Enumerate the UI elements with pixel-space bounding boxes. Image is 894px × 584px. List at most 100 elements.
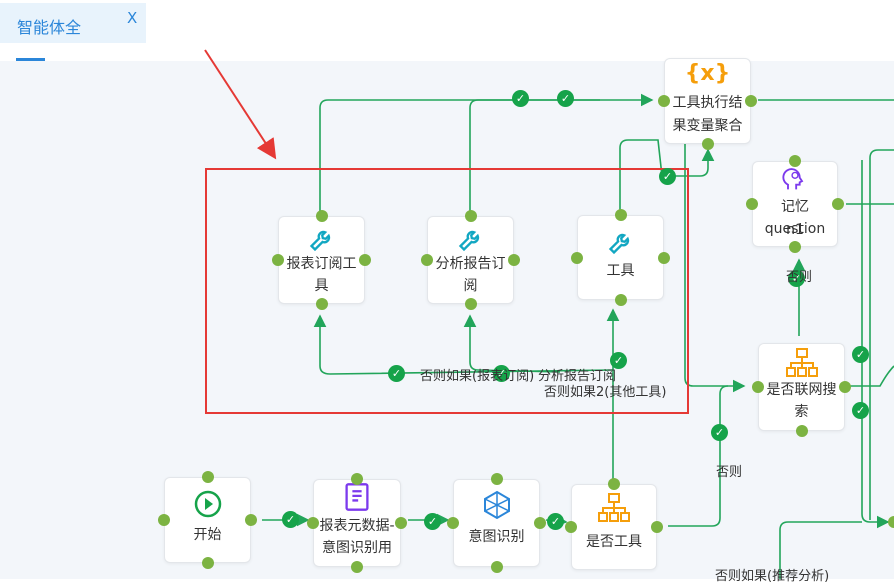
handle-offscreen[interactable] bbox=[888, 516, 894, 528]
wrench-icon bbox=[608, 233, 629, 255]
check-icon: ✓ bbox=[788, 270, 805, 287]
node-label: 具 bbox=[314, 278, 329, 294]
edge-istool-else-to-websearch bbox=[668, 385, 729, 527]
handle-right[interactable] bbox=[359, 254, 371, 266]
node-start[interactable]: 开始 bbox=[158, 471, 257, 569]
handle-top[interactable] bbox=[490, 473, 503, 485]
node-label: 报表订阅工 bbox=[286, 256, 357, 272]
node-memory-question[interactable]: 记忆question n1 bbox=[746, 155, 844, 253]
annotation-arrow bbox=[204, 49, 277, 160]
handle-bottom[interactable] bbox=[789, 241, 801, 253]
tab-bar: 智能体全 X bbox=[0, 0, 894, 61]
handle-top[interactable] bbox=[351, 473, 363, 485]
handle-left[interactable] bbox=[565, 521, 577, 533]
node-label: 是否联网搜 bbox=[766, 382, 837, 398]
edge-label-else-if-report: 否则如果(报表订阅) bbox=[420, 369, 535, 384]
handle-bottom[interactable] bbox=[315, 298, 328, 310]
handle-right[interactable] bbox=[395, 517, 407, 529]
handle-right[interactable] bbox=[508, 254, 520, 266]
handle-left[interactable] bbox=[421, 254, 433, 266]
brain-head-icon bbox=[782, 168, 804, 190]
node-analysis-report-subscription[interactable]: 分析报告订 阅 bbox=[421, 210, 520, 310]
handle-right[interactable] bbox=[832, 198, 844, 210]
node-label: 记忆question bbox=[764, 199, 826, 237]
edge-istool-to-analysis bbox=[463, 314, 561, 373]
handle-right[interactable] bbox=[651, 521, 663, 533]
node-label: 索 bbox=[794, 404, 809, 420]
handle-left[interactable] bbox=[746, 198, 758, 210]
edge-label-recommend: 否则如果(推荐分析) bbox=[715, 569, 830, 584]
node-tool-result-aggregate[interactable]: {x} 工具执行结 果变量聚合 bbox=[658, 58, 757, 150]
variable-icon: {x} bbox=[684, 61, 731, 86]
check-icon: ✓ bbox=[610, 352, 627, 369]
handle-right[interactable] bbox=[534, 517, 546, 529]
check-icon: ✓ bbox=[493, 365, 510, 382]
flow-canvas[interactable] bbox=[0, 61, 894, 579]
edge-label-analysis: 分析报告订阅 bbox=[538, 369, 617, 384]
hierarchy-icon bbox=[598, 493, 630, 522]
node-report-subscription-tool[interactable]: 报表订阅工 具 bbox=[272, 210, 371, 310]
edge-right-vertical-2 bbox=[869, 149, 894, 520]
edge-istool-to-report bbox=[313, 314, 614, 375]
check-icon: ✓ bbox=[424, 513, 441, 530]
node-tool[interactable]: 工具 bbox=[571, 209, 670, 306]
node-report-metadata-intent[interactable]: 报表元数据- 意图识别用 bbox=[307, 473, 407, 573]
cube-icon bbox=[483, 490, 510, 520]
node-label: n1 bbox=[786, 222, 804, 238]
handle-bottom[interactable] bbox=[201, 557, 214, 569]
highlight-box bbox=[205, 168, 689, 414]
handle-left[interactable] bbox=[571, 251, 583, 264]
check-icon: ✓ bbox=[659, 168, 676, 185]
check-icon: ✓ bbox=[852, 346, 869, 363]
handle-bottom[interactable] bbox=[490, 561, 503, 573]
wrench-icon bbox=[309, 230, 330, 252]
handle-bottom[interactable] bbox=[614, 294, 627, 306]
handle-left[interactable] bbox=[752, 381, 764, 393]
handle-left[interactable] bbox=[447, 517, 459, 529]
handle-top[interactable] bbox=[201, 471, 214, 483]
node-is-tool[interactable]: 是否工具 bbox=[565, 478, 663, 570]
handle-right[interactable] bbox=[745, 95, 757, 107]
edge-tool-to-aggregate bbox=[619, 139, 663, 212]
edge-aggregate-to-websearch bbox=[684, 140, 746, 393]
check-icon: ✓ bbox=[852, 402, 869, 419]
node-label: 阅 bbox=[463, 278, 478, 294]
node-is-web-search[interactable]: 是否联网搜 索 bbox=[752, 343, 851, 437]
handle-top[interactable] bbox=[464, 210, 477, 222]
handle-left[interactable] bbox=[272, 254, 284, 266]
handle-bottom[interactable] bbox=[701, 138, 714, 150]
handle-right[interactable] bbox=[658, 251, 670, 264]
node-label: 果变量聚合 bbox=[672, 118, 743, 134]
handle-bottom[interactable] bbox=[464, 298, 477, 310]
play-icon bbox=[194, 490, 221, 518]
tab-active-indicator bbox=[16, 58, 45, 61]
handle-left[interactable] bbox=[658, 95, 670, 107]
node-label: 开始 bbox=[193, 527, 222, 543]
check-icon: ✓ bbox=[547, 513, 564, 530]
wrench-icon bbox=[458, 230, 479, 252]
node-label: 报表元数据- bbox=[319, 518, 395, 534]
check-icon: ✓ bbox=[512, 90, 529, 107]
check-icon: ✓ bbox=[557, 90, 574, 107]
handle-left[interactable] bbox=[307, 517, 319, 529]
edge-label-else-if-2: 否则如果2(其他工具) bbox=[544, 385, 667, 400]
handle-top[interactable] bbox=[614, 209, 627, 221]
handle-right[interactable] bbox=[245, 514, 257, 526]
tab-agent[interactable]: 智能体全 X bbox=[0, 3, 146, 43]
handle-left[interactable] bbox=[158, 514, 170, 526]
handle-top[interactable] bbox=[789, 155, 801, 167]
book-icon bbox=[345, 483, 369, 511]
edge-right-vertical-1 bbox=[861, 160, 890, 529]
handle-right[interactable] bbox=[839, 381, 851, 393]
node-intent-recognition[interactable]: 意图识别 bbox=[447, 473, 546, 573]
handle-bottom[interactable] bbox=[351, 561, 363, 573]
node-label: 是否工具 bbox=[586, 534, 642, 550]
handle-bottom[interactable] bbox=[795, 425, 808, 437]
close-icon[interactable]: X bbox=[127, 9, 138, 27]
handle-top[interactable] bbox=[315, 210, 328, 222]
node-label: 意图识别 bbox=[468, 529, 525, 545]
handle-top[interactable] bbox=[608, 478, 620, 490]
edge-label-otherwise-memory: 否则 bbox=[786, 270, 813, 285]
edge-loop-to-aggregate bbox=[662, 148, 715, 177]
check-icon: ✓ bbox=[711, 424, 728, 441]
